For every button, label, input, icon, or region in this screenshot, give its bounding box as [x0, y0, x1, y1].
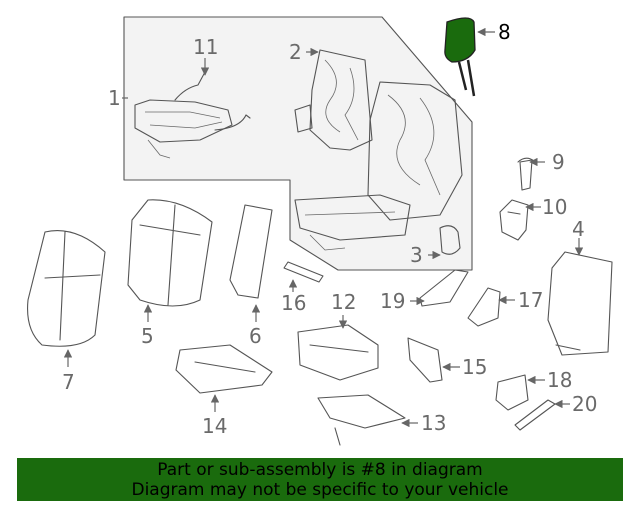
- leader-lines: [63, 27, 584, 428]
- callout-7: 7: [62, 370, 75, 394]
- callout-13: 13: [421, 411, 446, 435]
- part-5-seatback-cover: [127, 199, 213, 307]
- part-1-seat-frame: [294, 81, 463, 251]
- part-9-headrest-guide: [517, 157, 535, 191]
- part-11-cushion-frame: [134, 71, 251, 159]
- part-6-side-trim: [229, 204, 273, 299]
- callout-16: 16: [281, 291, 306, 315]
- callout-11: 11: [193, 35, 218, 59]
- banner-line-2: Diagram may not be specific to your vehi…: [131, 480, 509, 500]
- part-10-bracket: [499, 199, 529, 241]
- part-15-panel: [407, 337, 443, 383]
- part-13-heater-mat: [317, 394, 406, 446]
- callout-6: 6: [249, 324, 262, 348]
- callout-8: 8: [498, 20, 511, 44]
- part-19-bracket: [419, 269, 469, 307]
- part-20-trim: [514, 399, 556, 431]
- callout-3: 3: [410, 243, 423, 267]
- part-16-clip: [283, 261, 324, 283]
- callout-1: 1: [108, 86, 121, 110]
- part-3-recliner: [439, 225, 461, 255]
- part-17-hinge-cover: [467, 287, 501, 327]
- banner-line-1: Part or sub-assembly is #8 in diagram: [157, 460, 483, 480]
- part-14-cushion-cover: [175, 344, 273, 394]
- callout-10: 10: [542, 195, 567, 219]
- callout-20: 20: [572, 392, 597, 416]
- callout-18: 18: [547, 368, 572, 392]
- callout-9: 9: [552, 150, 565, 174]
- callout-14: 14: [202, 414, 227, 438]
- callout-2: 2: [289, 40, 302, 64]
- callout-12: 12: [331, 290, 356, 314]
- callout-17: 17: [518, 288, 543, 312]
- assembly-1-frame: [123, 16, 473, 271]
- part-8-headrest: [444, 17, 476, 97]
- callout-15: 15: [462, 355, 487, 379]
- part-12-cushion-pad: [297, 324, 379, 381]
- part-2-seatback-frame: [294, 49, 373, 151]
- callout-4: 4: [572, 217, 585, 241]
- callout-19: 19: [380, 289, 405, 313]
- callout-5: 5: [141, 324, 154, 348]
- part-7-seatback-pad: [27, 230, 106, 347]
- part-18-cap: [495, 374, 529, 411]
- part-4-back-panel: [547, 251, 613, 356]
- notice-banner: Part or sub-assembly is #8 in diagram Di…: [17, 458, 623, 501]
